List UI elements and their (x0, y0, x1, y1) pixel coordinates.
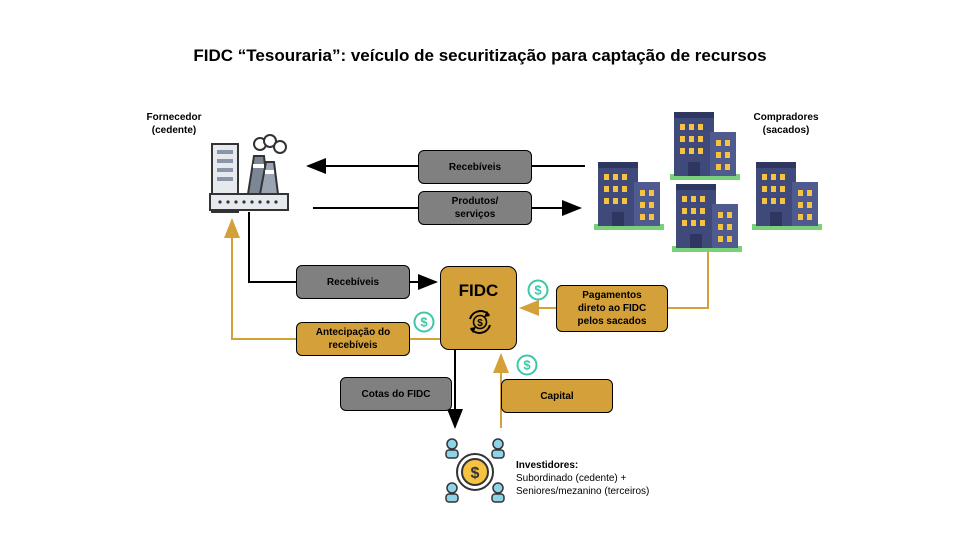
fornecedor-label: Fornecedor (cedente) (134, 111, 214, 137)
investidores-heading: Investidores: (516, 460, 579, 471)
box-produtos-servicos: Produtos/ serviços (418, 191, 532, 225)
box-cotas-fidc: Cotas do FIDC (340, 377, 452, 411)
person-icon (491, 482, 505, 503)
box-recebiveis-top: Recebíveis (418, 150, 532, 184)
fidc-cycle-icon: $ (469, 310, 491, 334)
box-capital: Capital (501, 379, 613, 413)
building-icon-4 (752, 162, 822, 230)
building-icon-3 (672, 184, 742, 252)
person-icon (445, 438, 459, 459)
box-pagamentos: Pagamentos direto ao FIDC pelos sacados (556, 285, 668, 332)
svg-text:$: $ (477, 318, 483, 329)
box-recebiveis-mid: Recebíveis (296, 265, 410, 299)
box-antecipacao: Antecipação do recebíveis (296, 322, 410, 356)
box-pagamentos-line3: pelos sacados (577, 316, 647, 327)
svg-text:$: $ (471, 465, 480, 482)
investidores-line1: Subordinado (cedente) + (516, 473, 627, 484)
svg-text:$: $ (523, 358, 531, 373)
box-produtos-line2: serviços (454, 209, 496, 220)
compradores-label-line1: Compradores (753, 112, 819, 123)
dollar-coin-icon: $ (516, 354, 538, 376)
dollar-coin-icon: $ (527, 279, 549, 301)
investidores-text: Investidores: Subordinado (cedente) + Se… (516, 459, 649, 498)
box-produtos-line1: Produtos/ (451, 196, 499, 207)
building-icon-1 (670, 112, 740, 180)
fornecedor-label-line2: (cedente) (151, 125, 197, 136)
building-icon-2 (594, 162, 664, 230)
box-antecipacao-line2: recebíveis (328, 340, 378, 351)
person-icon (445, 482, 459, 503)
box-pagamentos-line1: Pagamentos (582, 290, 642, 301)
fornecedor-label-line1: Fornecedor (146, 112, 202, 123)
fidc-label: FIDC (458, 281, 499, 300)
svg-text:$: $ (534, 283, 542, 298)
factory-icon (209, 134, 289, 213)
compradores-label-line2: (sacados) (762, 125, 810, 136)
investors-icon: $ (445, 438, 505, 503)
fidc-node: FIDC $ (440, 266, 517, 350)
diagram-title: FIDC “Tesouraria”: veículo de securitiza… (193, 46, 767, 65)
box-antecipacao-line1: Antecipação do (315, 327, 391, 338)
svg-text:$: $ (420, 315, 428, 330)
investidores-line2: Seniores/mezanino (terceiros) (516, 486, 650, 497)
buildings-group (594, 112, 822, 252)
box-pagamentos-line2: direto ao FIDC (577, 303, 647, 314)
dollar-coin-icon: $ (413, 311, 435, 333)
person-icon (491, 438, 505, 459)
compradores-label: Compradores (sacados) (745, 111, 827, 137)
